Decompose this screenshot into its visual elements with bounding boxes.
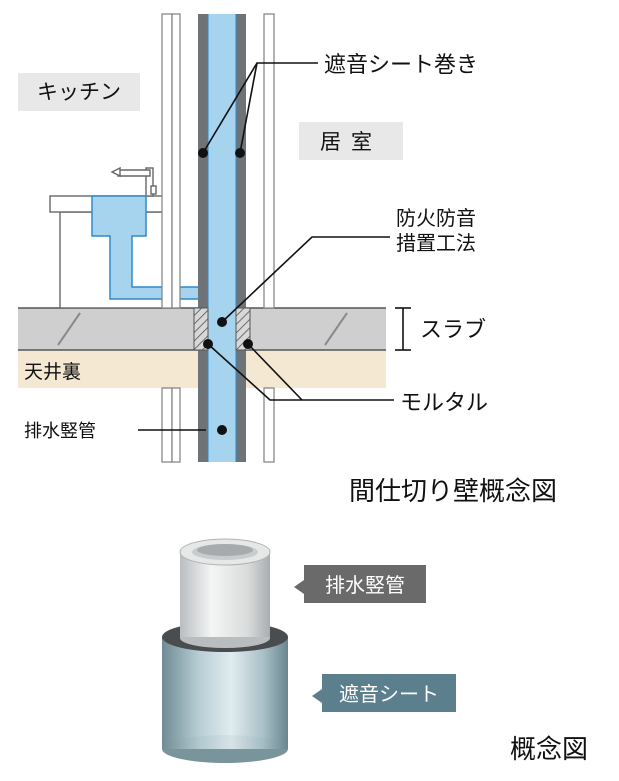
partition-wall bbox=[161, 13, 275, 463]
fire-method-label-1: 防火防音 bbox=[396, 206, 476, 230]
fire-method-label-2: 措置工法 bbox=[396, 231, 476, 255]
drain-stack-pipe bbox=[198, 14, 246, 462]
leader-dots bbox=[198, 148, 253, 435]
room-label-box bbox=[299, 122, 403, 160]
drain-pipe-cylinder bbox=[179, 538, 271, 648]
drain-pipe-label: 排水竪管 bbox=[24, 421, 96, 442]
mortar-label: モルタル bbox=[400, 391, 488, 416]
upper-diagram: キッチン 居室 天井裏 排水竪管 遮音シート巻き 防火防音 措置工法 スラブ モ… bbox=[18, 13, 557, 507]
lower-caption: 概念図 bbox=[510, 735, 588, 765]
drain-pipe-tag-label: 排水竪管 bbox=[325, 573, 405, 597]
leader-lines bbox=[138, 62, 394, 431]
slab-bracket bbox=[395, 307, 411, 351]
sound-sheet-tag-label: 遮音シート bbox=[339, 682, 439, 706]
drain-pipe-tag: 排水竪管 bbox=[294, 565, 426, 603]
kitchen-label: キッチン bbox=[37, 80, 121, 104]
kitchen-label-box bbox=[18, 73, 140, 111]
slab-label: スラブ bbox=[420, 318, 486, 343]
lower-diagram: 排水竪管 遮音シート 概念図 bbox=[162, 538, 588, 765]
room-label: 居室 bbox=[320, 130, 382, 154]
faucet-icon bbox=[110, 166, 157, 197]
ceiling-label: 天井裏 bbox=[24, 361, 81, 383]
upper-caption: 間仕切り壁概念図 bbox=[349, 477, 557, 507]
sound-sheet-label: 遮音シート巻き bbox=[324, 53, 478, 78]
mortar-left bbox=[193, 307, 209, 351]
sound-sheet-tag: 遮音シート bbox=[312, 674, 456, 712]
